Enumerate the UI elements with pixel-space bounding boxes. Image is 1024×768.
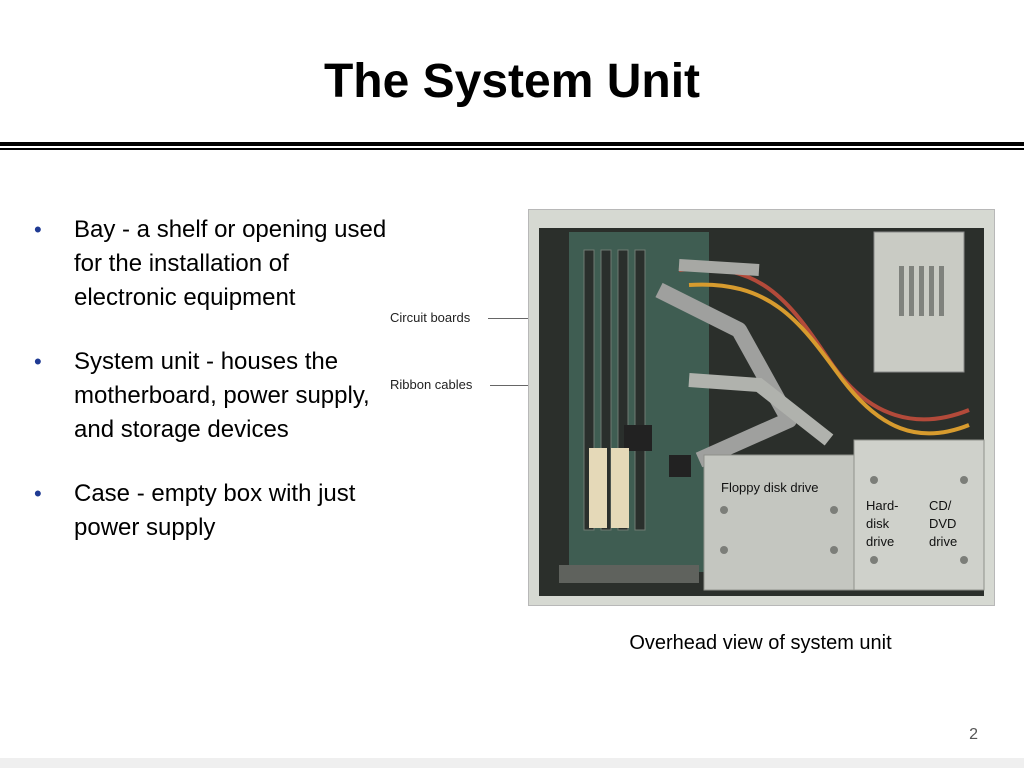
slide-title: The System Unit <box>323 55 701 108</box>
bullet-list: • Bay - a shelf or opening used for the … <box>30 213 390 575</box>
bullet-icon: • <box>34 481 42 506</box>
system-unit-illustration: Floppy disk drive Hard- disk drive CD/ D… <box>529 210 994 605</box>
label-hard-disk-line-1: Hard- <box>866 498 899 513</box>
label-cd-dvd-line-2: DVD <box>929 516 956 531</box>
bullet-item: • Bay - a shelf or opening used for the … <box>30 213 390 315</box>
bullet-item: • Case - empty box with just power suppl… <box>30 477 390 545</box>
photo-caption: Overhead view of system unit <box>629 632 892 654</box>
bullet-text: Bay - a shelf or opening used for the in… <box>74 216 387 311</box>
bullet-text: Case - empty box with just power supply <box>74 480 356 541</box>
label-cd-dvd-line-3: drive <box>929 534 957 549</box>
callout-circuit-boards: Circuit boards <box>390 310 471 325</box>
label-hard-disk-line-2: disk <box>866 516 890 531</box>
label-floppy-disk-drive: Floppy disk drive <box>721 480 819 495</box>
bullet-text: System unit - houses the motherboard, po… <box>74 348 370 443</box>
label-cd-dvd-line-1: CD/ <box>929 498 952 513</box>
bullet-item: • System unit - houses the motherboard, … <box>30 345 390 447</box>
bottom-band <box>0 758 1024 768</box>
title-rule-thick <box>0 142 1024 146</box>
page-number: 2 <box>969 726 978 743</box>
callout-ribbon-cables: Ribbon cables <box>390 377 473 392</box>
label-hard-disk-line-3: drive <box>866 534 894 549</box>
bullet-icon: • <box>34 217 42 242</box>
system-unit-photo: Floppy disk drive Hard- disk drive CD/ D… <box>528 209 995 606</box>
title-rule-thin <box>0 148 1024 150</box>
bullet-icon: • <box>34 349 42 374</box>
